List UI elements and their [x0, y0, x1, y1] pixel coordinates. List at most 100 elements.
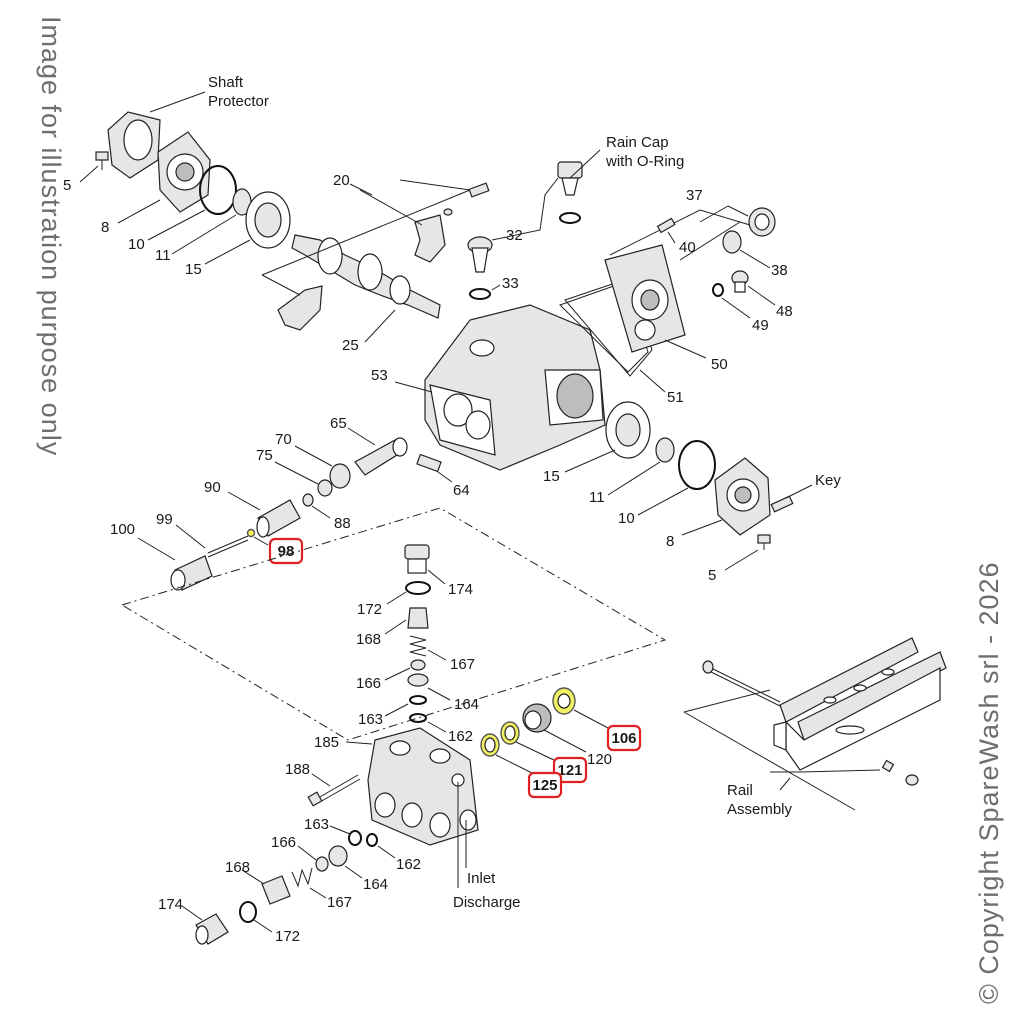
bolt-99	[207, 535, 249, 554]
label-rain-cap-2: with O-Ring	[605, 153, 684, 170]
num-64: 64	[453, 482, 470, 499]
connecting-rod-20-b	[277, 285, 323, 331]
num-32: 32	[506, 227, 523, 244]
valve-plug-174-bottom	[195, 913, 229, 945]
num-120: 120	[587, 751, 612, 768]
flange-8-top	[157, 131, 211, 213]
plunger-rod-65	[354, 437, 408, 476]
num-174-bottom: 174	[158, 896, 183, 913]
screw-40	[656, 217, 676, 234]
highlight-box-98[interactable]	[268, 537, 304, 565]
num-5-right: 5	[708, 567, 716, 584]
num-167-top: 167	[450, 656, 475, 673]
label-inlet: Inlet	[467, 870, 496, 887]
seal-70	[329, 463, 351, 489]
manifold-185	[367, 727, 479, 846]
num-70: 70	[275, 431, 292, 448]
watermark-left: Image for illustration purpose only	[36, 16, 66, 456]
gasket-51	[559, 281, 649, 373]
watermark-right: © Copyright SpareWash srl - 2026	[974, 561, 1004, 1004]
num-185: 185	[314, 734, 339, 751]
group-outline	[120, 507, 667, 741]
pin-64	[416, 453, 442, 473]
plug-48	[731, 270, 749, 293]
part-number-98[interactable]: 98	[278, 543, 295, 560]
num-53: 53	[371, 367, 388, 384]
valve-cage-168-top	[407, 607, 429, 629]
num-172-bottom: 172	[275, 928, 300, 945]
sleeve-100	[170, 555, 213, 591]
num-164-bottom: 164	[363, 876, 388, 893]
oring-98	[246, 528, 256, 538]
bolt-188	[307, 774, 361, 807]
washer-20	[443, 208, 453, 216]
num-48: 48	[776, 303, 793, 320]
num-10-top: 10	[128, 236, 145, 253]
part-number-121[interactable]: 121	[557, 762, 582, 779]
num-37: 37	[686, 187, 703, 204]
connecting-rod-20-a	[414, 214, 446, 263]
num-90: 90	[204, 479, 221, 496]
packing-120	[522, 703, 552, 733]
bearing-15-top	[245, 191, 291, 249]
oring-10-right	[678, 440, 716, 490]
num-65: 65	[330, 415, 347, 432]
washer-38	[722, 230, 742, 254]
num-38: 38	[771, 262, 788, 279]
num-15-top: 15	[185, 261, 202, 278]
num-25: 25	[342, 337, 359, 354]
num-11-right: 11	[589, 489, 605, 506]
washer-88	[302, 493, 314, 507]
valve-plug-174-top	[404, 544, 430, 574]
plunger-90	[256, 499, 301, 538]
oring-33	[469, 288, 491, 300]
label-discharge: Discharge	[453, 894, 521, 911]
part-number-106[interactable]: 106	[611, 730, 636, 747]
valve-166-bottom	[315, 856, 329, 872]
oring-172-bottom	[239, 901, 257, 923]
num-168-bottom: 168	[225, 859, 250, 876]
plug-37	[748, 207, 776, 237]
screw-5-top	[95, 151, 109, 170]
crankcase-53	[424, 304, 606, 471]
num-8-top: 8	[101, 219, 109, 236]
seat-164-top	[407, 673, 429, 687]
num-49: 49	[752, 317, 769, 334]
label-rail-2: Assembly	[727, 801, 793, 818]
num-8-right: 8	[666, 533, 674, 550]
valve-cage-168-bottom	[261, 875, 291, 905]
highlight-box-125[interactable]	[527, 771, 563, 799]
num-174-top: 174	[448, 581, 473, 598]
crankshaft-25	[291, 234, 441, 319]
num-168-top: 168	[356, 631, 381, 648]
highlight-box-106[interactable]	[606, 724, 642, 752]
screw-20	[468, 182, 490, 198]
highlight-box-121[interactable]	[552, 756, 588, 784]
num-163-bottom: 163	[304, 816, 329, 833]
num-166-top: 166	[356, 675, 381, 692]
num-33: 33	[502, 275, 519, 292]
num-162-bottom: 162	[396, 856, 421, 873]
part-number-125[interactable]: 125	[532, 777, 557, 794]
rain-cap-part	[557, 161, 583, 224]
num-10-right: 10	[618, 510, 635, 527]
label-key: Key	[815, 472, 841, 489]
num-11-top: 11	[155, 247, 171, 264]
oring-163-bottom	[348, 830, 362, 846]
flange-8-right	[714, 457, 771, 536]
key-part	[770, 495, 794, 513]
washer-75	[317, 479, 333, 497]
label-rain-cap-1: Rain Cap	[606, 134, 669, 151]
num-51: 51	[667, 389, 684, 406]
num-166-bottom: 166	[271, 834, 296, 851]
oring-49	[712, 283, 724, 297]
oring-162-bottom	[366, 833, 378, 847]
num-172-top: 172	[357, 601, 382, 618]
oring-10-top	[199, 165, 237, 215]
label-rail-1: Rail	[727, 782, 753, 799]
shaft-protector-part	[107, 111, 161, 179]
num-5-top: 5	[63, 177, 71, 194]
label-shaft-protector-1: Shaft	[208, 74, 244, 91]
num-50: 50	[711, 356, 728, 373]
